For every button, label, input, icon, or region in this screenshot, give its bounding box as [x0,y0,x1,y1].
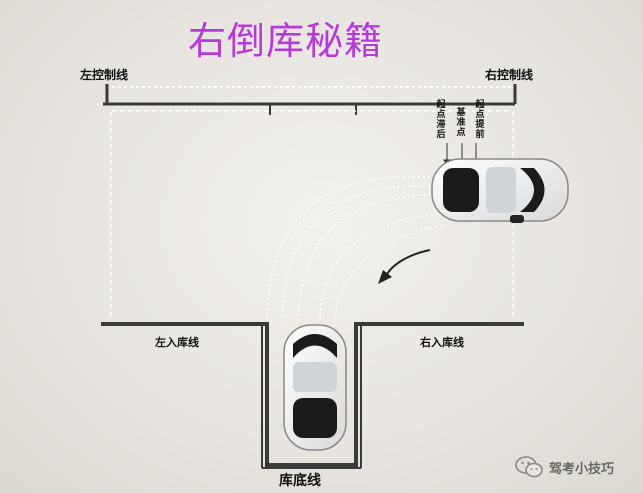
garage-outline [101,322,524,469]
car-start-icon [431,158,569,223]
bottom-line-label: 库底线 [279,473,321,489]
point-standard-label: 基准点 [456,108,466,138]
top-control-line [103,84,517,115]
wechat-icon [515,456,543,478]
watermark: 驾考小技巧 [515,455,614,479]
left-control-line-label: 左控制线 [80,68,129,82]
car-parked-icon [283,324,347,451]
direction-arrow-icon [378,249,431,284]
page-title: 右倒库秘籍 [188,19,384,63]
right-entry-line-label: 右入库线 [420,336,464,349]
left-entry-line-label: 左入库线 [155,336,199,349]
trajectory-curves [266,176,443,323]
right-control-line-label: 右控制线 [485,68,534,82]
point-late-label: 起点滞后 [436,100,446,140]
point-early-label: 起点提前 [475,100,485,140]
watermark-text: 驾考小技巧 [549,461,615,477]
